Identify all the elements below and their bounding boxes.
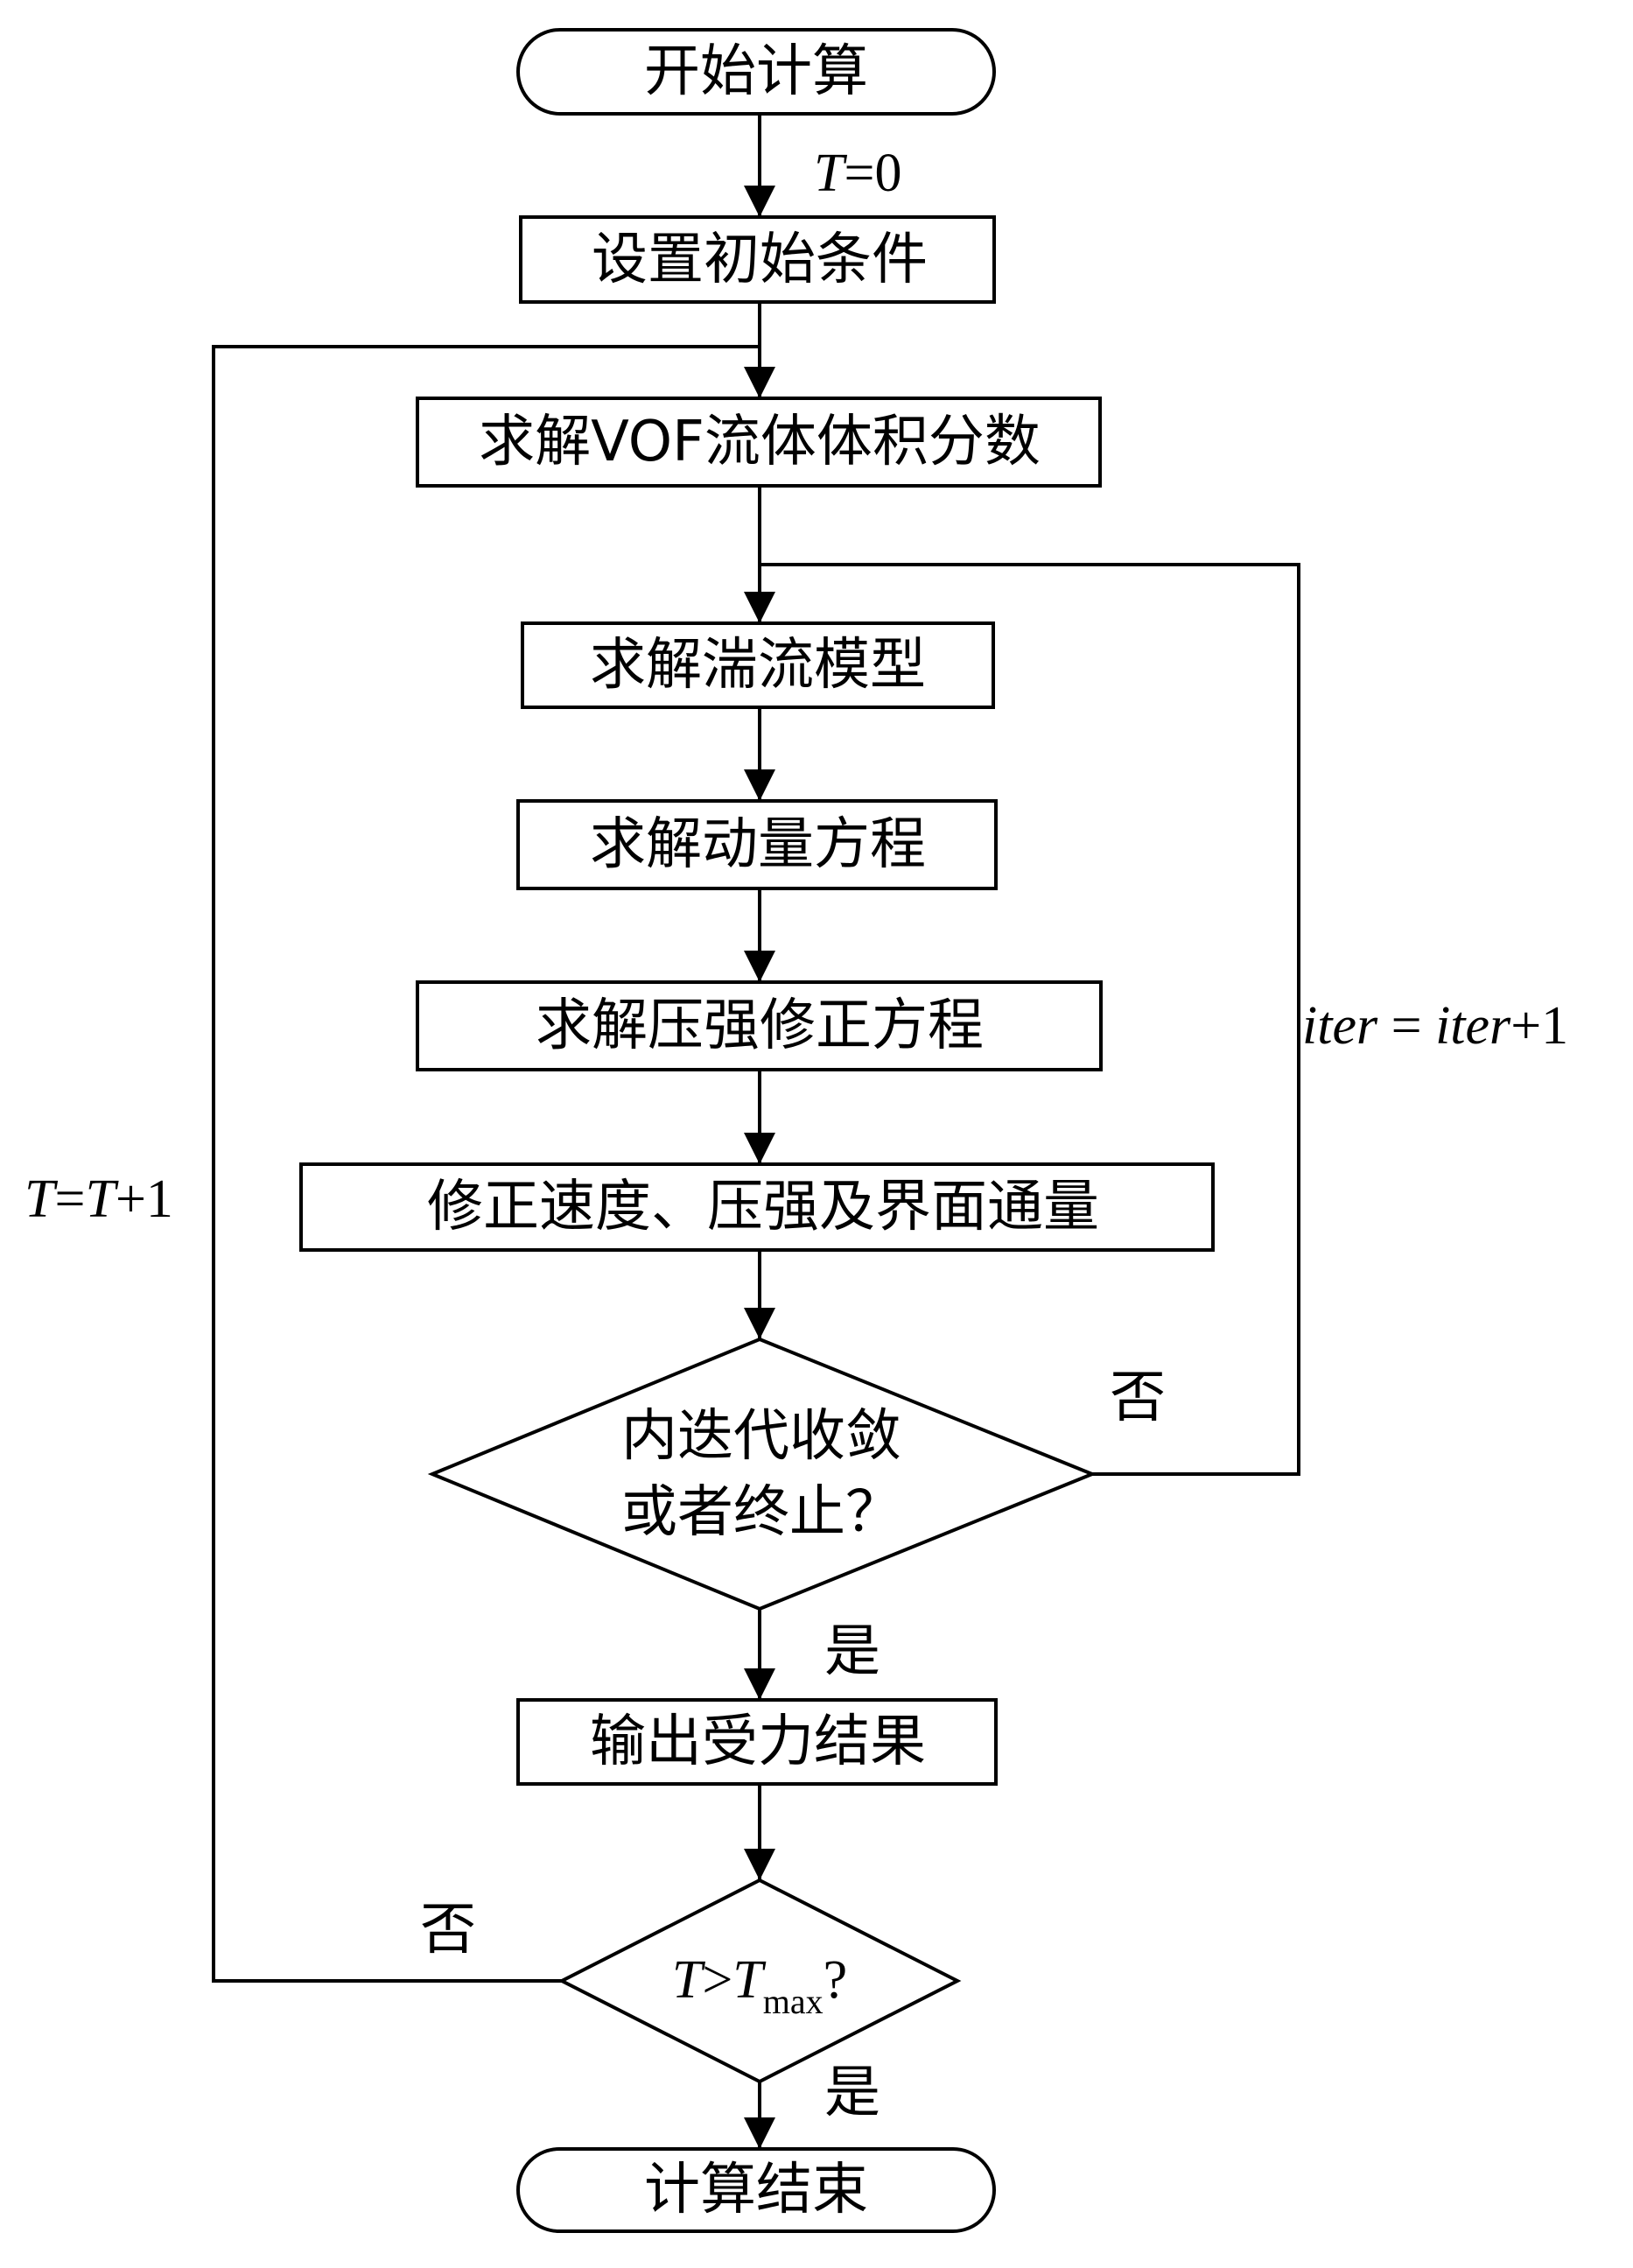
node-start: 开始计算 <box>516 28 996 116</box>
outer-loop-label: T=T+1 <box>25 1169 173 1229</box>
node-momentum: 求解动量方程 <box>516 799 998 890</box>
timecheck-subscript: max <box>763 1982 824 2021</box>
pressure-label: 求解压强修正方程 <box>536 994 984 1058</box>
inner-no-label: 否 <box>1110 1366 1166 1430</box>
node-converge: 内迭代收敛 或者终止？ <box>427 1337 1097 1611</box>
outer-loop-var-a: T <box>25 1169 59 1229</box>
end-label: 计算结束 <box>644 2158 868 2222</box>
correct-label: 修正速度、压强及界面通量 <box>427 1175 1099 1239</box>
init-label: 设置初始条件 <box>592 228 928 292</box>
node-pressure: 求解压强修正方程 <box>416 980 1103 1071</box>
start-terminator <box>516 28 996 116</box>
inner-yes-label: 是 <box>824 1619 880 1684</box>
momentum-box <box>516 799 998 890</box>
end-terminator <box>516 2147 996 2233</box>
node-correct: 修正速度、压强及界面通量 <box>299 1162 1215 1252</box>
vof-label: 求解VOF流体体积分数 <box>479 410 1041 474</box>
converge-label-line1: 内迭代收敛 <box>621 1404 901 1469</box>
momentum-label: 求解动量方程 <box>590 812 926 877</box>
inner-loop-var-b: iter <box>1435 996 1511 1056</box>
converge-label-line2: 或者终止？ <box>621 1480 901 1545</box>
inner-loop-line <box>760 563 1300 1476</box>
turb-label: 求解湍流模型 <box>590 633 926 698</box>
inner-loop-var-a: iter <box>1302 996 1378 1056</box>
output-label: 输出受力结果 <box>590 1710 926 1774</box>
correct-box <box>299 1162 1215 1252</box>
node-turb: 求解湍流模型 <box>521 621 995 709</box>
outer-loop-rest: +1 <box>116 1169 173 1229</box>
t-init-rest: =0 <box>844 144 901 203</box>
edge-labels: T=0 T=T+1 iter = iter+1 否 是 否 是 <box>25 144 1568 2125</box>
init-box <box>519 215 996 304</box>
timecheck-q: ? <box>824 1950 848 2010</box>
node-vof: 求解VOF流体体积分数 <box>416 397 1102 488</box>
outer-yes-label: 是 <box>824 2061 880 2125</box>
pressure-box <box>416 980 1103 1071</box>
inner-loop-rest: +1 <box>1510 996 1568 1056</box>
timecheck-right: T <box>732 1950 767 2010</box>
outer-loop-line <box>212 345 760 1983</box>
timecheck-left: T <box>672 1950 706 2010</box>
connectors <box>212 114 1300 2149</box>
inner-loop-eq: = <box>1377 996 1435 1056</box>
t-init-var: T <box>814 144 848 203</box>
inner-loop-label: iter = iter+1 <box>1302 996 1568 1056</box>
node-end: 计算结束 <box>516 2147 996 2233</box>
turb-box <box>521 621 995 709</box>
outer-loop-eq: = <box>54 1169 85 1229</box>
output-box <box>516 1698 998 1786</box>
timecheck-op: > <box>702 1950 732 2010</box>
converge-decision <box>427 1337 1097 1611</box>
node-init: 设置初始条件 <box>519 215 996 304</box>
timecheck-label: T>Tmax? <box>672 1950 847 2021</box>
vof-box <box>416 397 1102 488</box>
start-label: 开始计算 <box>644 39 868 104</box>
timecheck-decision <box>557 1878 962 2084</box>
outer-no-label: 否 <box>420 1898 476 1963</box>
node-timecheck: T>Tmax? <box>557 1878 962 2084</box>
t-init-label: T=0 <box>814 144 901 203</box>
node-output: 输出受力结果 <box>516 1698 998 1786</box>
outer-loop-var-b: T <box>85 1169 119 1229</box>
